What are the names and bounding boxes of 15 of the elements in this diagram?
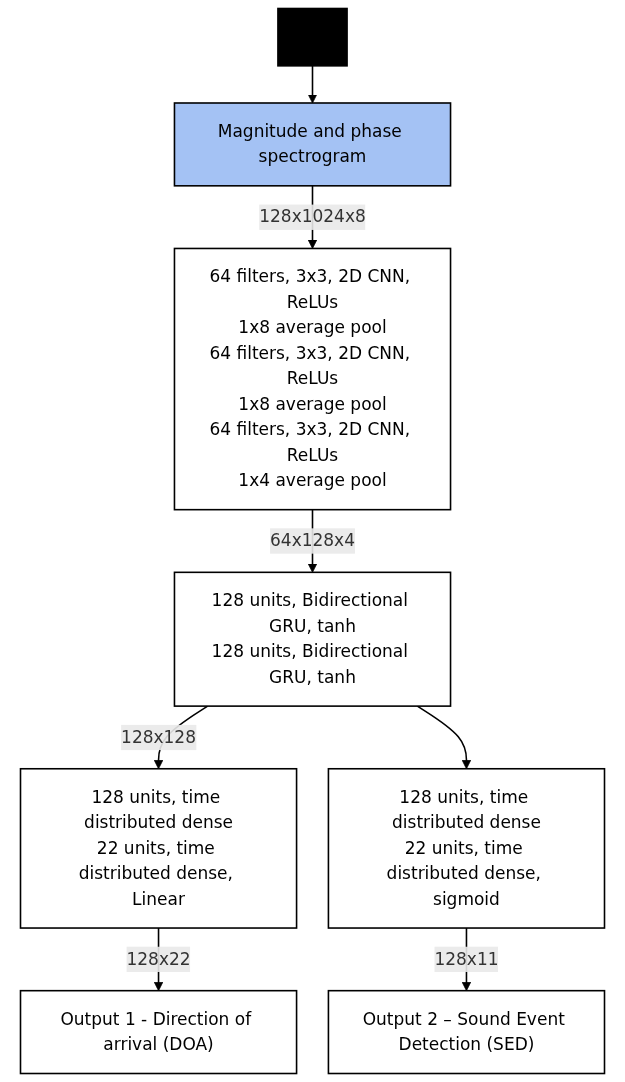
node-box: 64 filters, 3x3, 2D CNN, ReLUs 1x8 average pool 64 filters, 3x3, 2D CNN, ReLUs 1x8 average pool 64 filters, 3x3, 2D CNN, ReLUs 1x4 average pool [173,247,452,511]
arrow [307,65,318,104]
node-box: Output 2 – Sound Event Detection (SED) [327,989,606,1075]
edge-label: 64x128x4 [270,530,355,551]
edge-label: 128x11 [434,948,499,969]
node-box: 128 units, time distributed dense 22 units, time distributed dense, sigmoid [327,767,606,929]
node-picture [277,7,348,67]
node-box: Output 1 - Direction of arrival (DOA) [19,989,298,1075]
edge-label: 128x128 [121,726,196,747]
node-box: Magnitude and phase spectrogram [173,102,452,187]
edge-label: 128x1024x8 [259,206,366,227]
node-box: 128 units, Bidirectional GRU, tanh 128 units, Bidirectional GRU, tanh [173,571,452,707]
arrow [416,705,472,770]
node-box: 128 units, time distributed dense 22 units, time distributed dense, Linear [19,767,298,929]
edge-label: 128x22 [126,948,191,969]
